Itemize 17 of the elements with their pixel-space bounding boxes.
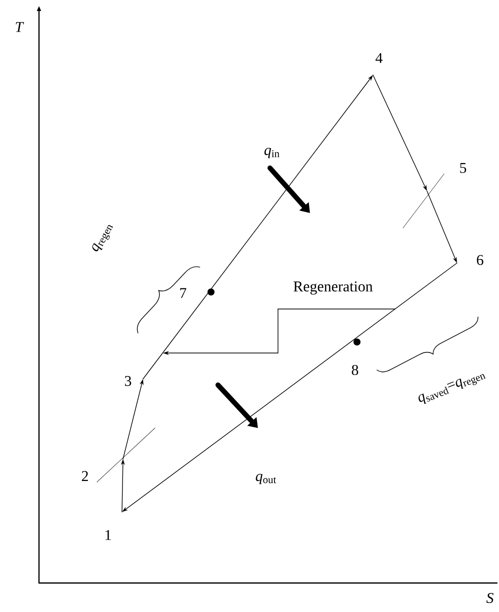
state-number: 3 <box>124 376 132 386</box>
state-number: 6 <box>476 254 484 266</box>
state-number: 2 <box>82 471 88 481</box>
axis-label: T <box>16 22 24 32</box>
heat-label: q$_{regen}$ <box>92 225 114 252</box>
state-number: 7 <box>180 288 186 298</box>
state-number: 8 <box>352 364 358 376</box>
state-dot <box>208 288 214 296</box>
state-number: 5 <box>460 163 466 173</box>
heat-label: q$_{saved}$=q$_{regen}$ <box>418 374 486 404</box>
axis-label: S <box>486 592 494 604</box>
process-label: Regeneration <box>294 281 373 295</box>
state-number: 1 <box>106 530 111 540</box>
state-dot <box>354 338 360 346</box>
heat-label: q$_{out}$ <box>256 474 276 484</box>
state-number: 4 <box>376 53 382 63</box>
heat-label: q$_{in}$ <box>264 148 280 158</box>
